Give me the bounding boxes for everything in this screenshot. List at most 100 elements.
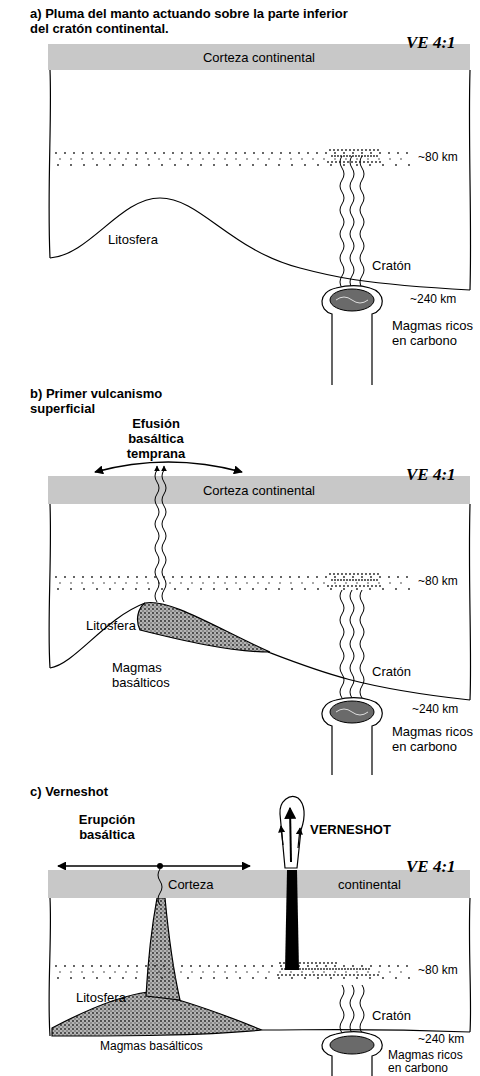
wavy-line	[340, 590, 344, 698]
dot-row	[58, 588, 410, 590]
depth-dots	[56, 963, 410, 978]
mantle-plume	[322, 286, 382, 385]
depth-dots	[56, 150, 410, 165]
wavy-line	[350, 590, 354, 698]
dot-row	[58, 164, 410, 166]
annotation-label: Litosfera	[108, 232, 158, 247]
dot-cluster	[282, 968, 370, 970]
annotation-label: Magmas ricos en carbono	[392, 318, 480, 348]
wavy-arrow	[162, 466, 166, 602]
lithosphere-base	[50, 198, 470, 290]
band-label: continental	[338, 877, 401, 892]
dot-cluster	[278, 974, 380, 976]
dot-row	[56, 152, 410, 154]
ejecta-arrow	[290, 808, 291, 862]
wavy-line	[340, 985, 344, 1033]
plume-outline	[322, 698, 382, 775]
lithosphere-edge	[469, 898, 470, 1032]
lithosphere-edge	[49, 898, 50, 1036]
dot-row	[60, 158, 410, 160]
arrow	[58, 865, 160, 867]
dot-cluster	[328, 161, 384, 163]
plume-head	[330, 1036, 374, 1054]
plume-head	[330, 701, 374, 723]
dot-row	[56, 576, 410, 578]
lithosphere-edge	[49, 70, 50, 258]
annotation-label: Litosfera	[86, 618, 136, 633]
depth-label: ~240 km	[418, 1032, 464, 1046]
plume-swirl	[336, 709, 368, 715]
wavy-arrow	[155, 466, 159, 602]
lithosphere-base	[50, 603, 145, 668]
basalt-magma	[138, 602, 270, 652]
dot-row	[56, 965, 410, 967]
dot-cluster	[280, 962, 340, 964]
melt-path	[340, 156, 364, 288]
depth-label: ~80 km	[418, 963, 458, 977]
band-label: Corteza continental	[203, 50, 315, 65]
annotation-label: Erupción basáltica	[62, 812, 152, 842]
arrow	[160, 865, 250, 867]
dot-row	[60, 582, 410, 584]
plume-outline	[322, 1032, 382, 1076]
lithosphere-edge	[49, 504, 50, 668]
depth-dots	[56, 574, 410, 589]
scale-note: VE 4:1	[406, 466, 456, 484]
ejecta-arrow	[281, 826, 283, 845]
panel-c-outline	[49, 898, 471, 1036]
lithosphere-base	[262, 1030, 470, 1033]
depth-label: ~240 km	[412, 702, 458, 716]
ejecta-arrow	[298, 828, 300, 848]
annotation-label: Litosfera	[76, 990, 126, 1005]
melt-path	[340, 985, 364, 1033]
vent-dot	[157, 863, 163, 869]
annotation-label: VERNESHOT	[310, 822, 391, 837]
dot-cluster	[332, 155, 380, 157]
plume-head	[330, 289, 374, 311]
spread-arrow	[95, 462, 242, 472]
depth-label: ~240 km	[410, 292, 456, 306]
lithosphere-base	[268, 652, 470, 700]
plume-swirl	[336, 297, 368, 303]
mantle-plume	[322, 698, 382, 775]
annotation-label: Magmas basálticos	[100, 1040, 203, 1053]
wavy-line	[360, 156, 364, 288]
wavy-line	[360, 985, 364, 1033]
basalt-dike	[146, 898, 180, 1000]
panel-b-outline	[49, 504, 471, 700]
annotation-label: Cratón	[372, 258, 411, 273]
mantle-plume	[322, 1032, 382, 1076]
dot-row	[60, 971, 410, 973]
annotation-label: Magmas ricos en carbono	[388, 1049, 476, 1075]
wavy-line	[158, 869, 162, 905]
panel-heading: c) Verneshot	[30, 784, 200, 799]
panel-heading: a) Pluma del manto actuando sobre la par…	[30, 6, 360, 36]
wavy-line	[350, 985, 354, 1033]
annotation-label: Magmas ricos en carbono	[392, 724, 480, 754]
band-label: Corteza continental	[203, 483, 315, 498]
panel-heading: b) Primer vulcanismo superficial	[30, 386, 200, 416]
verneshot-conduit	[285, 870, 299, 970]
scale-note: VE 4:1	[406, 34, 456, 52]
band-label: Corteza	[168, 877, 214, 892]
eruption-arrows	[58, 865, 250, 867]
verneshot-ejecta	[280, 796, 304, 868]
dot-cluster	[330, 573, 382, 575]
annotation-label: Cratón	[372, 664, 411, 679]
panel-a-outline	[49, 70, 471, 290]
annotation-label: Cratón	[372, 1008, 411, 1023]
wavy-line	[340, 156, 344, 288]
lithosphere-edge	[469, 504, 470, 700]
dot-cluster	[332, 579, 380, 581]
wavy-line	[360, 590, 364, 698]
depth-label: ~80 km	[418, 150, 458, 164]
dot-row	[58, 977, 410, 979]
annotation-label: Magmas basálticos	[112, 660, 192, 690]
dot-cluster	[328, 585, 384, 587]
annotation-label: Efusión basáltica temprana	[118, 416, 194, 461]
melt-path	[340, 590, 364, 698]
